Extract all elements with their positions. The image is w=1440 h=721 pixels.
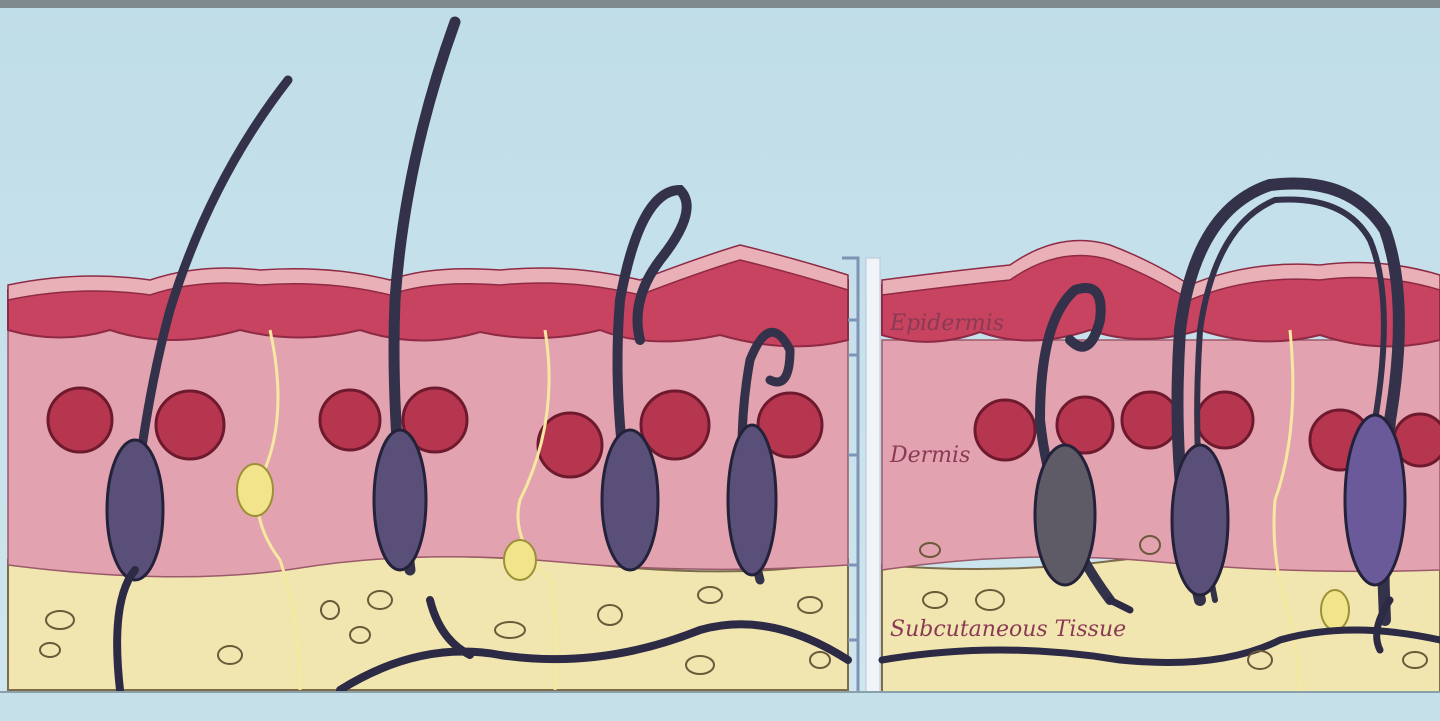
label-dermis: Dermis: [889, 443, 970, 468]
bottom-ground: [0, 692, 1440, 721]
top-border: [0, 0, 1440, 8]
label-subcutaneous: Subcutaneous Tissue: [890, 617, 1126, 642]
nerve-ending-left-1: [237, 464, 273, 516]
nerve-ending-right: [1321, 590, 1349, 630]
nerve-ending-left-2: [504, 540, 536, 580]
label-epidermis: Epidermis: [889, 311, 1004, 336]
